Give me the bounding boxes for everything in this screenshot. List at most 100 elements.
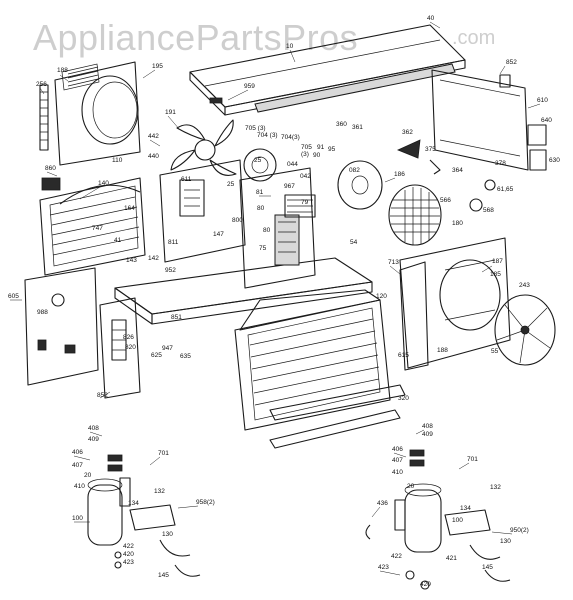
- callout-label: 100: [72, 515, 83, 522]
- evaporator-coil-part: [39, 177, 146, 276]
- bottom-rail-part: [269, 409, 401, 449]
- callout-label: 747: [92, 225, 103, 232]
- callout-label: 95: [328, 146, 336, 153]
- rear-cabinet-part: [431, 69, 547, 171]
- callout-label: 188: [437, 347, 448, 354]
- callout-label: 947: [162, 345, 173, 352]
- callout-label: 195: [152, 63, 163, 70]
- callout-label: 440: [148, 153, 159, 160]
- callout-label: 950(2): [510, 527, 529, 534]
- callout-label: 186: [394, 171, 405, 178]
- callout-label: 605: [8, 293, 19, 300]
- condenser-shroud-part: [399, 237, 511, 371]
- callout-label: 54: [350, 239, 358, 246]
- callout-label: 134: [460, 505, 471, 512]
- callout-label: 145: [482, 564, 493, 571]
- callout-label: 81: [256, 189, 264, 196]
- callout-label: 640: [541, 117, 552, 124]
- callout-label: 423: [378, 564, 389, 571]
- callout-label: 187: [492, 258, 503, 265]
- callout-label: 164: [124, 205, 135, 212]
- callout-label: 130: [162, 531, 173, 538]
- callout-label: 860: [45, 165, 56, 172]
- callout-label: 820: [125, 344, 136, 351]
- callout-label: 625: [151, 352, 162, 359]
- callout-label: 420: [420, 581, 431, 588]
- callout-label: 25: [227, 181, 235, 188]
- callout-label: 100: [452, 517, 463, 524]
- callout-label: 25: [254, 157, 262, 164]
- callout-label: 615: [398, 352, 409, 359]
- callout-label: 705: [301, 144, 312, 151]
- callout-label: 704 (3): [257, 132, 278, 139]
- blower-wheel-part: [337, 160, 442, 246]
- callout-label: 952: [165, 267, 176, 274]
- callout-label: 408: [422, 423, 433, 430]
- callout-label: 362: [402, 129, 413, 136]
- callout-label: 20: [84, 472, 92, 479]
- callout-label: 79: [301, 199, 309, 206]
- callout-label: 41: [114, 237, 122, 244]
- callout-label: 422: [123, 543, 134, 550]
- callout-label: 406: [72, 449, 83, 456]
- leader-lines: [10, 21, 541, 576]
- callout-label: 188: [57, 67, 68, 74]
- callout-label: 55: [491, 348, 499, 355]
- callout-label: 705 (3): [245, 125, 266, 132]
- callout-labels: 40 10 852 610 640 630 188 256 195 959 36…: [8, 15, 560, 588]
- callout-label: 410: [74, 483, 85, 490]
- condenser-coil-part: [234, 289, 406, 431]
- callout-label: 130: [500, 538, 511, 545]
- callout-label: 410: [392, 469, 403, 476]
- vent-parts: [396, 139, 496, 212]
- callout-label: 610: [537, 97, 548, 104]
- callout-label: (3): [301, 151, 309, 158]
- callout-label: 364: [452, 167, 463, 174]
- callout-label: 147: [213, 231, 224, 238]
- compressor-left-part: [87, 454, 201, 577]
- callout-label: 436: [377, 500, 388, 507]
- callout-label: 142: [148, 255, 159, 262]
- callout-label: 145: [158, 572, 169, 579]
- control-bracket-part: [239, 167, 316, 289]
- top-cover-part: [189, 24, 466, 116]
- watermark-suffix: .com: [452, 27, 495, 49]
- callout-label: 630: [549, 157, 560, 164]
- partition-part: [159, 159, 246, 263]
- callout-label: 701: [467, 456, 478, 463]
- callout-label: 566: [440, 197, 451, 204]
- callout-label: 958(2): [196, 499, 215, 506]
- callout-label: 852: [97, 392, 108, 399]
- callout-label: 442: [148, 133, 159, 140]
- callout-label: 811: [168, 239, 179, 246]
- front-grille-part: [39, 61, 141, 166]
- callout-label: 959: [244, 83, 255, 90]
- callout-label: 407: [72, 462, 83, 469]
- callout-label: 826: [123, 334, 134, 341]
- callout-label: 800: [232, 217, 243, 224]
- callout-label: 75: [259, 245, 267, 252]
- callout-label: 375: [425, 146, 436, 153]
- callout-label: 409: [422, 431, 433, 438]
- callout-label: 611: [181, 176, 192, 183]
- callout-label: 80: [263, 227, 271, 234]
- callout-label: 132: [154, 488, 165, 495]
- callout-label: 044: [287, 161, 298, 168]
- callout-label: 180: [452, 220, 463, 227]
- callout-label: 320: [398, 395, 409, 402]
- callout-label: 635: [180, 353, 191, 360]
- callout-label: 110: [112, 157, 123, 164]
- callout-label: 408: [88, 425, 99, 432]
- compressor-right-part: [365, 449, 511, 590]
- callout-label: 422: [391, 553, 402, 560]
- watermark-text: AppliancePartsPros: [33, 17, 358, 58]
- callout-label: 91: [317, 144, 325, 151]
- base-pan-part: [114, 257, 373, 325]
- side-panel-part: [24, 267, 99, 386]
- callout-label: 988: [37, 309, 48, 316]
- callout-label: 132: [490, 484, 501, 491]
- callout-label: 704(3): [281, 134, 300, 141]
- callout-label: 40: [427, 15, 435, 22]
- callout-label: 361: [352, 124, 363, 131]
- callout-label: 140: [98, 180, 109, 187]
